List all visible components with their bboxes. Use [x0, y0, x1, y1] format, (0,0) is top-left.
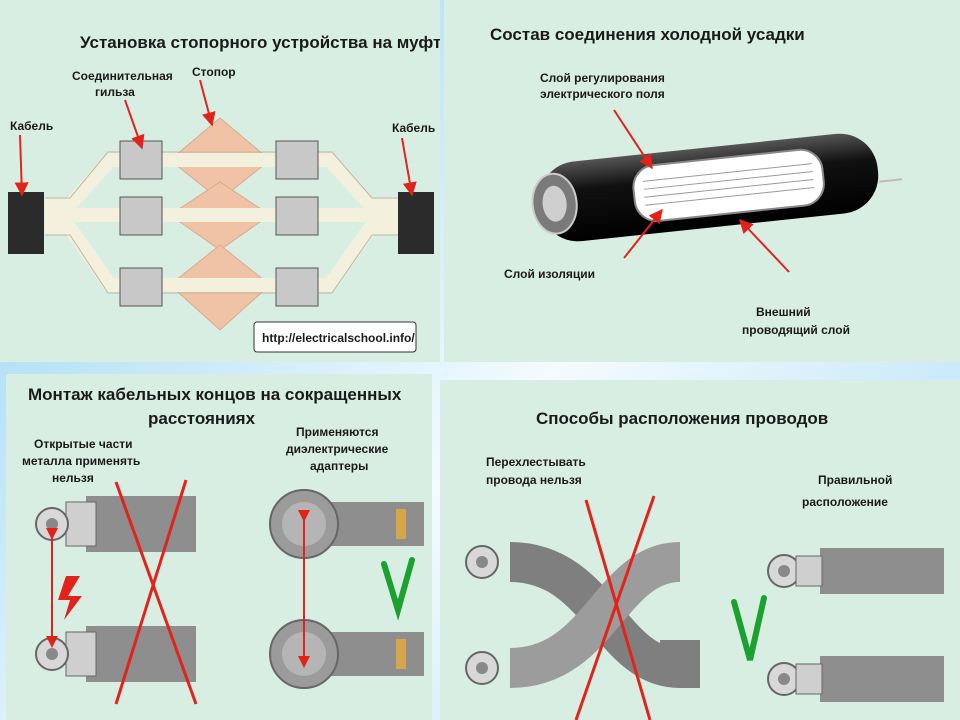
- lightning-icon: [58, 576, 82, 620]
- label-sleeve-1: Соединительная: [72, 69, 173, 83]
- panel3-title-2: расстояниях: [148, 409, 256, 428]
- label-cable-right: Кабель: [392, 121, 435, 135]
- check-icon: [731, 595, 767, 661]
- label-right-2: диэлектрические: [286, 442, 389, 456]
- label-right-2: расположение: [802, 495, 888, 509]
- label-field-1: Слой регулирования: [540, 71, 665, 85]
- parallel-wires: [767, 548, 944, 702]
- crossed-wires: [465, 542, 700, 689]
- cross-icon: [114, 479, 198, 705]
- annotation-arrows: [14, 79, 417, 197]
- panel3-title-1: Монтаж кабельных концов на сокращенных: [28, 385, 402, 404]
- label-stopper: Стопор: [192, 65, 236, 79]
- cable-left: [8, 192, 44, 254]
- cable-right: [398, 192, 434, 254]
- label-outer-1: Внешний: [756, 305, 811, 319]
- panel-cable-ends-close: Монтаж кабельных концов на сокращенных р…: [6, 374, 432, 720]
- label-left-3: нельзя: [52, 471, 94, 485]
- label-left-2: металла применять: [22, 454, 140, 468]
- conductors: [45, 153, 400, 292]
- panel1-title: Установка стопорного устройства на муфта…: [80, 33, 440, 52]
- cross-icon: [574, 495, 656, 720]
- label-outer-2: проводящий слой: [742, 323, 850, 337]
- url-box: [253, 321, 417, 353]
- panel-stopper-installation: Установка стопорного устройства на муфта…: [0, 0, 440, 362]
- source-url: http://electricalschool.info/: [262, 331, 415, 345]
- label-sleeve-2: гильза: [95, 85, 135, 99]
- label-right-3: адаптеры: [310, 459, 368, 473]
- panel4-title: Способы расположения проводов: [536, 409, 828, 428]
- label-left-1: Перехлестывать: [486, 455, 586, 469]
- label-right-1: Правильной: [818, 473, 892, 487]
- panel-wire-arrangement: Способы расположения проводов Перехлесты…: [440, 380, 960, 720]
- label-right-1: Применяются: [296, 425, 378, 439]
- label-left-1: Открытые части: [34, 437, 133, 451]
- label-cable-left: Кабель: [10, 119, 53, 133]
- panel-cold-shrink: Состав соединения холодной усадки Слой р…: [444, 0, 960, 362]
- annotation-arrows-2: [613, 109, 790, 273]
- check-icon: [381, 557, 415, 621]
- stopper-shape: [169, 117, 271, 331]
- cold-shrink-tube: [531, 133, 903, 242]
- label-left-2: провода нельзя: [486, 473, 582, 487]
- panel2-title: Состав соединения холодной усадки: [490, 25, 805, 44]
- label-field-2: электрического поля: [540, 87, 665, 101]
- label-insulation: Слой изоляции: [504, 267, 595, 281]
